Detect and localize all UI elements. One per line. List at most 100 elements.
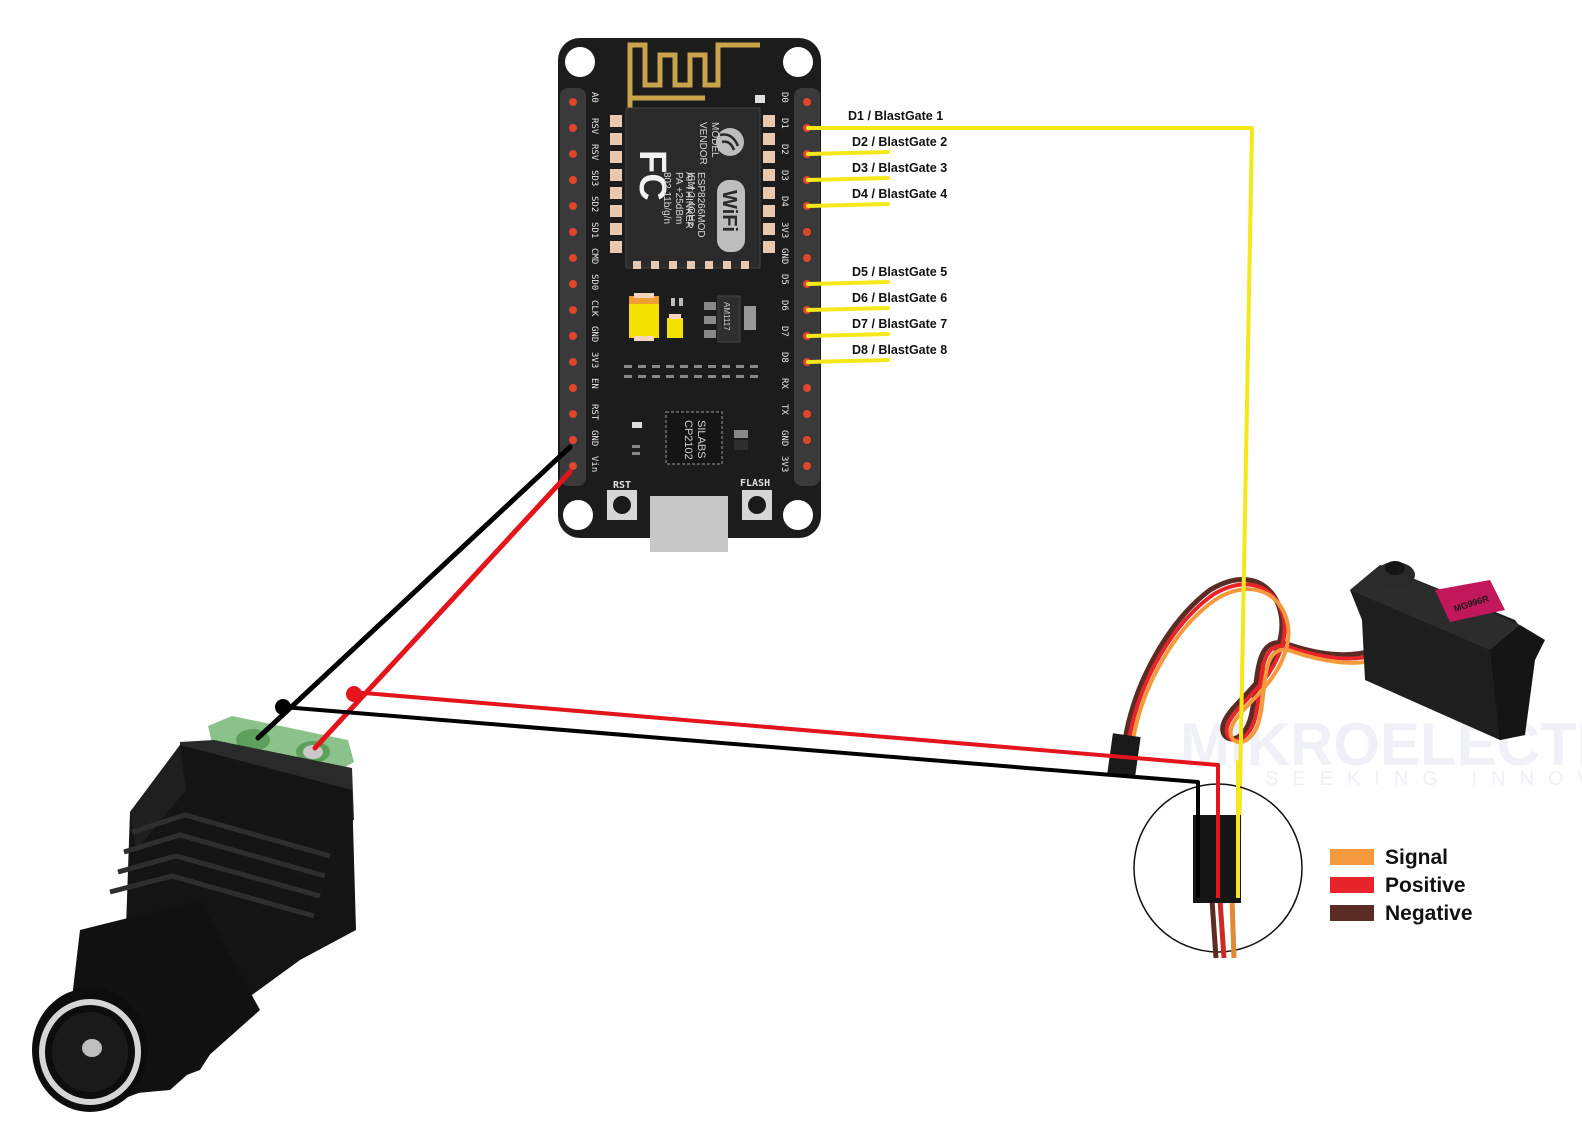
- gate-labels: D1 / BlastGate 1 D2 / BlastGate 2 D3 / Bla…: [848, 109, 947, 357]
- espressif-logo-icon: [716, 128, 744, 156]
- pin-label: RX: [779, 378, 789, 389]
- module-pads-right: [763, 115, 775, 253]
- legend-swatch-signal: [1330, 849, 1374, 865]
- pin-sd3: [569, 176, 577, 184]
- smd-resistor-array: [624, 365, 758, 378]
- pin-label: D7: [779, 326, 789, 337]
- watermark-subtext: SEEKING INNOVATION: [1265, 768, 1582, 790]
- pin-label: EN: [589, 378, 599, 389]
- pin-sd0: [569, 280, 577, 288]
- pin-label: Vin: [589, 456, 599, 472]
- junction-negative: [275, 699, 291, 715]
- pin-gnd: [803, 254, 811, 262]
- pin-label: GND: [779, 248, 789, 264]
- pin-label: RST: [589, 404, 599, 421]
- pin-label: D3: [779, 170, 789, 181]
- pin-label: A0: [589, 92, 599, 103]
- gate-label-d1: D1 / BlastGate 1: [848, 109, 943, 123]
- module-text-esp8266mod: ESP8266MOD: [695, 172, 706, 238]
- pin-tx: [803, 410, 811, 418]
- junction-positive: [346, 686, 362, 702]
- servo-model-label: [1435, 580, 1505, 622]
- pin-label: D2: [779, 144, 789, 155]
- wire-stub-d7: [806, 332, 890, 338]
- fcc-logo: FC: [631, 150, 673, 201]
- barrel-center-pin: [82, 1039, 102, 1057]
- wire-stub-d4: [806, 202, 890, 208]
- pin-label: GND: [779, 430, 789, 446]
- wire-stub-d8: [806, 358, 890, 364]
- pin-rst: [569, 410, 577, 418]
- pin-label: 3V3: [779, 222, 789, 238]
- pin-label: CLK: [589, 300, 599, 317]
- gate-label-d5: D5 / BlastGate 5: [852, 265, 947, 279]
- usb-uart-chip: [665, 411, 723, 465]
- rst-label: RST: [613, 480, 631, 491]
- gate-label-d8: D8 / BlastGate 8: [852, 343, 947, 357]
- pin-label: D6: [779, 300, 789, 311]
- pin-label: SD1: [589, 222, 599, 238]
- pin-clk: [569, 306, 577, 314]
- pin-label: GND: [589, 430, 599, 446]
- pin-label: D8: [779, 352, 789, 363]
- pin-label: D0: [779, 92, 789, 103]
- pin-label: TX: [779, 404, 789, 415]
- module-text-vendor: VENDOR: [697, 122, 708, 165]
- module-text-model: MODEL: [709, 122, 720, 158]
- pin-3v3: [803, 462, 811, 470]
- wire-positive-board: [312, 469, 573, 751]
- pin-gnd: [569, 332, 577, 340]
- module-text-ism: ISM 2.4GHz: [685, 172, 696, 226]
- pin-a0: [569, 98, 577, 106]
- gate-wire-stubs: [806, 150, 890, 364]
- wire-negative-servo: [281, 705, 1200, 902]
- connector-callout: [1133, 760, 1303, 959]
- flash-label: FLASH: [740, 478, 770, 489]
- mounting-hole: [565, 47, 595, 77]
- nodemcu-board: FC MODEL VENDOR ISM 2.4GHz PA +25dBm 802…: [558, 38, 821, 552]
- servo-connector: [1107, 733, 1141, 777]
- pin-label: RSV: [589, 118, 599, 135]
- gate-label-d2: D2 / BlastGate 2: [852, 135, 947, 149]
- chip-label-silabs: SILABS: [695, 420, 707, 459]
- pin-rx: [803, 384, 811, 392]
- pin-rsv: [569, 124, 577, 132]
- legend-label-negative: Negative: [1385, 902, 1473, 925]
- small-capacitor: [667, 318, 683, 338]
- pin-label: SD2: [589, 196, 599, 212]
- legend-label-positive: Positive: [1385, 874, 1466, 897]
- pin-3v3: [569, 358, 577, 366]
- wire-stub-d6: [806, 306, 890, 312]
- pin-label: RSV: [589, 144, 599, 161]
- legend-label-signal: Signal: [1385, 846, 1448, 869]
- mounting-hole: [783, 500, 813, 530]
- wire-negative-board: [255, 444, 573, 741]
- mounting-hole: [563, 500, 593, 530]
- chip-label-cp2102: CP2102: [682, 420, 694, 460]
- module-pads-bottom: [633, 261, 749, 269]
- gate-label-d6: D6 / BlastGate 6: [852, 291, 947, 305]
- wire-stub-d5: [806, 280, 890, 286]
- pin-label: GND: [589, 326, 599, 342]
- module-text-80211: 802.11b/g/n: [661, 172, 672, 224]
- legend-swatch-negative: [1330, 905, 1374, 921]
- pin-d0: [803, 98, 811, 106]
- pin-label: CMD: [589, 248, 599, 264]
- pin-gnd: [569, 436, 577, 444]
- pin-3v3: [803, 228, 811, 236]
- wifi-logo-text: WiFi: [718, 190, 740, 232]
- pin-label: D5: [779, 274, 789, 285]
- pin-rsv: [569, 150, 577, 158]
- micro-usb-port: [650, 496, 728, 552]
- pin-label: 3V3: [589, 352, 599, 368]
- pin-cmd: [569, 254, 577, 262]
- gate-label-d3: D3 / BlastGate 3: [852, 161, 947, 175]
- pin-label: D1: [779, 118, 789, 129]
- pin-label: SD3: [589, 170, 599, 186]
- gate-label-d7: D7 / BlastGate 7: [852, 317, 947, 331]
- voltage-regulator: [717, 295, 741, 343]
- pin-sd2: [569, 202, 577, 210]
- wire-stub-d3: [806, 176, 890, 182]
